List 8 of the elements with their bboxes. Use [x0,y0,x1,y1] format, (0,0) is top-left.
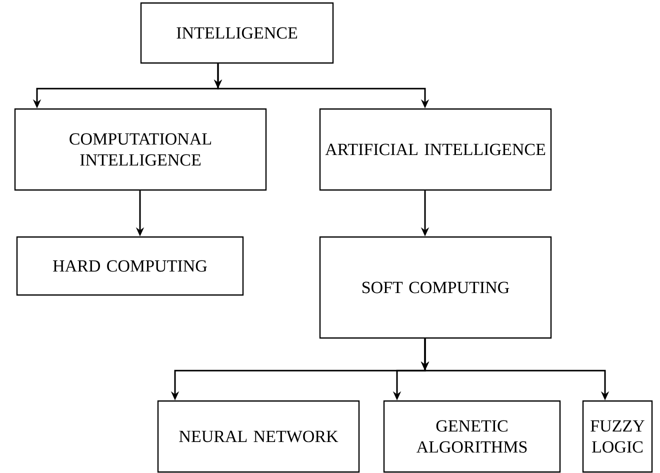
category-box: GENETIC ALGORITHMS [383,400,561,473]
category-box: COMPUTATIONAL INTELLIGENCE [14,108,267,191]
category-box: SOFT COMPUTING [319,236,552,339]
category-box: ARTIFICIAL INTELLIGENCE [319,108,552,191]
category-box: FUZZY LOGIC [582,400,653,473]
category-box: INTELLIGENCE [140,2,334,64]
category-box: HARD COMPUTING [16,236,244,296]
category-box: NEURAL NETWORK [157,400,360,473]
